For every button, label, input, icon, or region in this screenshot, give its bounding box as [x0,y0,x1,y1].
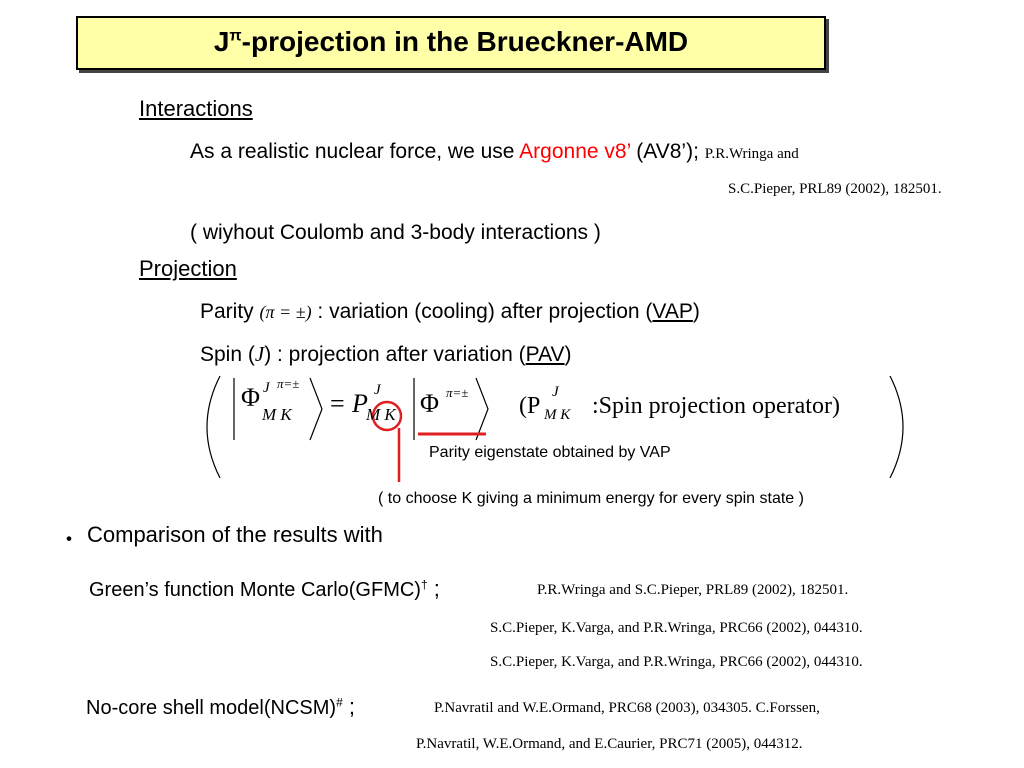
parity-line: Parity (π = ±) : variation (cooling) aft… [200,300,700,324]
parity-text: : variation (cooling) after projection ( [311,300,653,323]
slide-title: Jπ-projection in the Brueckner-AMD [78,26,824,58]
parity-close: ) [692,300,700,323]
ncsm-ref-2: P.Navratil, W.E.Ormand, and E.Caurier, P… [416,736,803,752]
ket1-angle [309,377,323,441]
gfmc-label: Green’s function Monte Carlo(GFMC) [89,579,421,601]
parity-label: Parity [200,300,254,323]
gfmc-ref-3: S.C.Pieper, K.Varga, and P.R.Wringa, PRC… [490,654,863,670]
ref-av8-1: P.R.Wringa and [704,146,799,162]
gfmc-line: Green’s function Monte Carlo(GFMC)† ; [89,576,440,602]
operator-MK: M K [544,407,571,423]
parity-eigenstate-note: Parity eigenstate obtained by VAP [429,444,671,461]
gfmc-ref-1: P.R.Wringa and S.C.Pieper, PRL89 (2002),… [537,582,849,598]
comparison-heading: Comparison of the results with [87,522,383,547]
interactions-note: ( wiyhout Coulomb and 3-body interaction… [190,221,601,244]
choose-k-note: ( to choose K giving a minimum energy fo… [378,490,804,507]
ncsm-sup: # [336,695,343,710]
operator-rest: :Spin projection operator) [592,393,840,419]
vap-abbr: VAP [652,300,693,323]
title-box: Jπ-projection in the Brueckner-AMD [76,16,826,70]
title-sup: π [229,27,242,45]
title-prefix: J [213,26,230,57]
eq-phi-1: Φ [241,383,261,412]
interactions-heading: Interactions [139,96,253,121]
spin-math: J [254,342,265,366]
eq-equals: = [330,389,345,418]
ref-av8-2: S.C.Pieper, PRL89 (2002), 182501. [728,181,942,197]
projection-heading: Projection [139,256,237,281]
eq-MK-1: M K [262,405,292,424]
equation-svg [206,375,904,482]
line1-pre: As a realistic nuclear force, we use [190,140,520,163]
ket2-angle [475,377,489,441]
left-paren [206,375,221,479]
parity-math: (π = ±) [259,302,312,322]
pav-abbr: PAV [525,343,565,366]
eq-phi-2: Φ [420,389,440,418]
eq-J-1: J [263,380,270,396]
ncsm-line: No-core shell model(NCSM)# ; [86,694,355,720]
comparison-bullet: ・ [58,527,81,552]
title-rest: -projection in the Brueckner-AMD [241,26,689,57]
operator-J: J [552,384,559,400]
eq-P: P [352,389,368,418]
eq-pi-1: π=± [277,376,300,391]
ncsm-label: No-core shell model(NCSM) [86,697,337,719]
gfmc-sup: † [420,577,428,592]
line1-post: (AV8’); [630,140,699,163]
operator-open: (P [519,393,541,419]
gfmc-sep: ; [427,576,440,601]
right-paren [889,375,904,479]
spin-label: Spin ( [200,343,255,366]
red-circle [371,400,403,432]
spin-line: Spin (J) : projection after variation (P… [200,342,572,367]
interactions-line1: As a realistic nuclear force, we use Arg… [190,140,799,164]
spin-text: ) : projection after variation ( [264,343,526,366]
spin-close: ) [564,343,572,366]
eq-pi-2: π=± [446,385,469,400]
argonne-force: Argonne v8’ [519,140,631,163]
ncsm-ref-1: P.Navratil and W.E.Ormand, PRC68 (2003),… [434,700,820,716]
gfmc-ref-2: S.C.Pieper, K.Varga, and P.R.Wringa, PRC… [490,620,863,636]
ncsm-sep: ; [342,694,355,719]
eq-J-2: J [374,382,381,398]
eq-MK-2: M K [366,405,396,424]
